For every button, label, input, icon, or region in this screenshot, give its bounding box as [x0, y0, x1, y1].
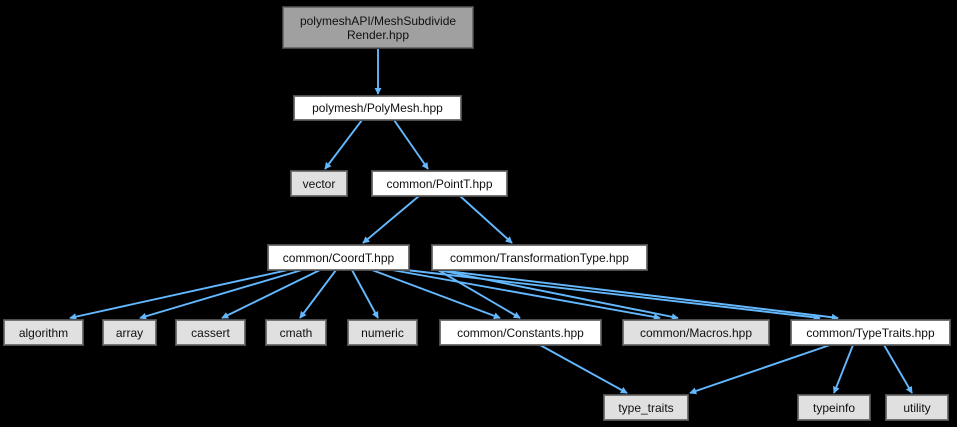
- node-numeric[interactable]: numeric: [347, 319, 418, 346]
- edge-constants-to-type_traits: [539, 344, 628, 394]
- edge-coordt-to-typetraits: [405, 269, 821, 321]
- node-typeinfo[interactable]: typeinfo: [797, 394, 871, 421]
- node-transform[interactable]: common/TransformationType.hpp: [431, 244, 648, 271]
- edge-polymesh-to-pointt: [393, 119, 429, 170]
- edge-typetraits-to-utility: [883, 344, 913, 394]
- edge-typetraits-to-type_traits: [689, 344, 831, 395]
- node-array[interactable]: array: [102, 319, 157, 346]
- edge-pointt-to-coordt: [362, 195, 420, 244]
- edge-coordt-to-array: [139, 269, 303, 320]
- node-coordt[interactable]: common/CoordT.hpp: [267, 244, 410, 271]
- node-macros[interactable]: common/Macros.hpp: [622, 319, 770, 346]
- edge-coordt-to-cmath: [299, 269, 337, 319]
- node-pointt[interactable]: common/PointT.hpp: [371, 170, 508, 197]
- edge-transform-to-typetraits: [437, 269, 839, 321]
- edge-polymesh-to-vector: [324, 119, 363, 170]
- node-cassert[interactable]: cassert: [175, 319, 246, 346]
- edge-transform-to-macros: [437, 269, 679, 321]
- node-algorithm[interactable]: algorithm: [3, 319, 84, 346]
- node-vector[interactable]: vector: [290, 170, 348, 197]
- edge-coordt-to-macros: [391, 269, 661, 321]
- node-utility[interactable]: utility: [885, 394, 949, 421]
- edge-coordt-to-cassert: [221, 269, 321, 319]
- edge-coordt-to-constants: [371, 269, 501, 320]
- node-typetraits[interactable]: common/TypeTraits.hpp: [790, 319, 951, 346]
- node-polymesh[interactable]: polymesh/PolyMesh.hpp: [293, 95, 462, 121]
- edge-coordt-to-numeric: [351, 269, 379, 319]
- node-constants[interactable]: common/Constants.hpp: [439, 319, 602, 346]
- edge-pointt-to-transform: [459, 195, 513, 244]
- edge-typetraits-to-typeinfo: [833, 344, 854, 394]
- edge-transform-to-constants: [437, 269, 521, 319]
- edge-coordt-to-algorithm: [69, 269, 289, 321]
- node-type_traits[interactable]: type_traits: [603, 394, 689, 421]
- node-cmath[interactable]: cmath: [265, 319, 327, 346]
- node-root[interactable]: polymeshAPI/MeshSubdivide Render.hpp: [282, 6, 474, 49]
